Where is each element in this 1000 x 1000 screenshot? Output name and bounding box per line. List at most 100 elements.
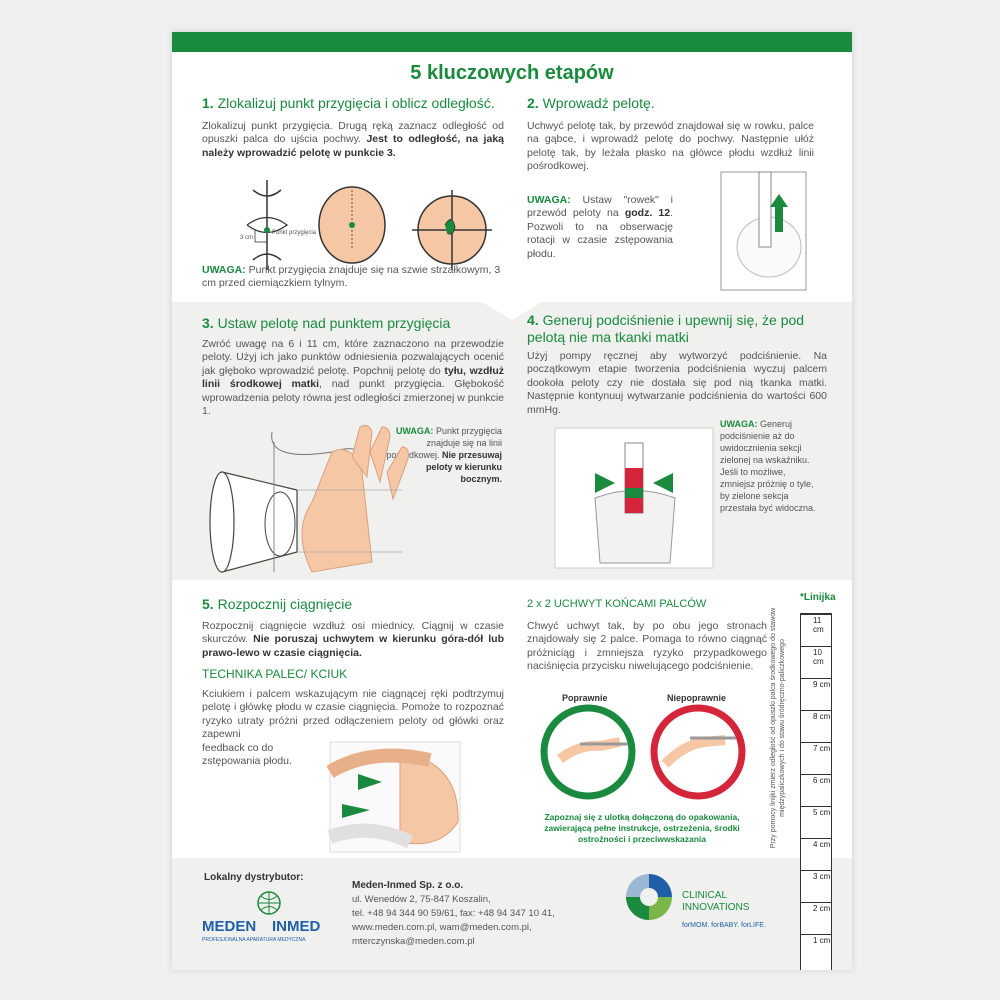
ruler-tick <box>801 742 831 743</box>
step1-warning-label: UWAGA: <box>202 264 246 276</box>
step3-warning-text: Punkt przygięcia znajduje się na linii p… <box>386 426 502 460</box>
step4-warning-label: UWAGA: <box>720 419 758 429</box>
step3-body-b: , nad punkt przygięcia. Głębokość wprowa… <box>202 378 505 418</box>
grip-correct-label: Poprawnie <box>562 693 608 703</box>
meden-inmed-logo: MEDEN INMED PROFESJONALNA APARATURA MEDY… <box>202 890 332 950</box>
meden-logo-text: MEDEN <box>202 918 257 935</box>
step2-warning: UWAGA: Ustaw "rowek" i przewód peloty na… <box>527 194 673 261</box>
head-diagram <box>246 180 492 270</box>
vacuum-indicator-illustration <box>554 427 714 569</box>
step3-warning: UWAGA: Punkt przygięcia znajduje się na … <box>382 425 502 485</box>
clinical-logo-line2: INNOVATIONS <box>682 902 750 913</box>
clinical-tagline: forMOM. forBABY. forLIFE. <box>682 922 766 929</box>
step5-heading: 5. Rozpocznij ciągnięcie <box>202 596 502 613</box>
meden-tagline: PROFESJONALNA APARATURA MEDYCZNA <box>202 937 306 943</box>
ruler-tick <box>801 678 831 679</box>
section-band-footer <box>172 858 852 970</box>
ruler-tick <box>801 710 831 711</box>
cup-insertion-illustration <box>720 171 807 291</box>
step4-warning-text: Generuj podciśnienie aż do uwidocznienia… <box>720 419 816 513</box>
distributor-company: Meden-Inmed Sp. z o.o. <box>352 880 464 891</box>
technique-heading: TECHNIKA PALEC/ KCIUK <box>202 667 348 681</box>
step2-heading: 2. Wprowadź pelotę. <box>527 95 827 112</box>
ruler-tick <box>801 934 831 935</box>
step2-number: 2. <box>527 95 539 111</box>
ruler-tick <box>801 902 831 903</box>
ruler-tick <box>801 806 831 807</box>
step4-number: 4. <box>527 312 539 328</box>
step3-bold: tyłu, wzdłuż linii środkowej matki <box>202 364 504 391</box>
technique-text-b: feedback co do zstępowania płodu. <box>202 742 292 768</box>
incorrect-grip-icon <box>650 704 746 800</box>
distributor-label: Lokalny dystrybutor: <box>204 872 304 883</box>
step4-text: Użyj pompy ręcznej aby wytworzyć podciśn… <box>527 350 827 416</box>
thumb-finger-illustration <box>326 741 461 853</box>
step1-heading: 1. Zlokalizuj punkt przygięcia i oblicz … <box>202 95 522 112</box>
distributor-email[interactable]: mterczynska@meden.com.pl <box>352 936 475 947</box>
grip-heading: 2 x 2 UCHWYT KOŃCAMI PALCÓW <box>527 598 707 610</box>
step3-number: 3. <box>202 315 214 331</box>
step3-heading-text: Ustaw pelotę nad punktem przygięcia <box>217 315 451 331</box>
ruler-label-2: 2 cm <box>813 904 831 913</box>
step3-body-a: Zwróć uwagę na 6 i 11 cm, które zaznaczo… <box>202 338 504 377</box>
grip-text: Chwyć uchwyt tak, by po obu jego stronac… <box>527 620 767 673</box>
step2-warning-text-a: Ustaw "rowek" i przewód peloty na <box>527 194 673 220</box>
ruler-label-3: 3 cm <box>813 872 831 881</box>
ruler-tick <box>801 646 831 647</box>
step5-text: Rozpocznij ciągnięcie wzdłuż osi miednic… <box>202 620 504 660</box>
band-notch-top <box>482 302 542 320</box>
technique-text: Kciukiem i palcem wskazującym nie ciągną… <box>202 688 504 741</box>
ruler: 11 cm 10 cm 9 cm 8 cm 7 cm 6 cm 5 cm 4 c… <box>800 613 832 970</box>
ruler-label-1: 1 cm <box>813 936 831 945</box>
step2-text: Uchwyć pelotę tak, by przewód znajdował … <box>527 120 814 173</box>
band-notch-bottom <box>482 562 542 580</box>
step5-bold: Nie poruszaj uchwytem w kierunku góra-dó… <box>202 633 504 659</box>
step3-text: Zwróć uwagę na 6 i 11 cm, które zaznaczo… <box>202 338 504 418</box>
step2-warning-bold: godz. 12 <box>624 207 671 220</box>
page-title: 5 kluczowych etapów <box>410 62 614 84</box>
step3-heading: 3. Ustaw pelotę nad punktem przygięcia <box>202 315 502 332</box>
step1-text: Zlokalizuj punkt przygięcia. Drugą ręką … <box>202 120 504 160</box>
step1-number: 1. <box>202 95 214 111</box>
distributor-web[interactable]: www.meden.com.pl, wam@meden.com.pl, <box>352 922 532 933</box>
ruler-tick <box>801 614 831 615</box>
ruler-label-5: 5 cm <box>813 808 831 817</box>
step1-heading-text: Zlokalizuj punkt przygięcia i oblicz odl… <box>217 95 495 111</box>
step1-warning: UWAGA: Punkt przygięcia znajduje się na … <box>202 264 512 291</box>
inmed-logo-text: INMED <box>272 918 321 935</box>
ruler-label-8: 8 cm <box>813 712 831 721</box>
distributor-phone: tel. +48 94 344 90 59/61, fax: +48 94 34… <box>352 908 555 919</box>
step5-heading-text: Rozpocznij ciągnięcie <box>217 596 353 612</box>
step1-bold: Jest to odległość, na jaką należy wprowa… <box>202 133 504 159</box>
step5-body: Rozpocznij ciągnięcie wzdłuż osi miednic… <box>202 620 504 646</box>
flexion-point-label: Punkt przygięcia <box>272 230 317 236</box>
hand-cup-illustration <box>209 424 409 573</box>
step1-warning-text: Punkt przygięcia znajduje się na szwie s… <box>202 264 501 290</box>
ruler-tick <box>801 870 831 871</box>
distributor-address: ul. Wenedów 2, 75-847 Koszalin, <box>352 894 491 905</box>
fetal-head-side-view <box>412 190 492 270</box>
package-insert-note: Zapoznaj się z ulotką dołączoną do opako… <box>544 812 740 844</box>
step4-heading: 4. Generuj podciśnienie i upewnij się, ż… <box>527 312 827 346</box>
ruler-tick <box>801 838 831 839</box>
skull-outline-diagram <box>246 180 289 270</box>
globe-icon <box>257 891 281 915</box>
step5-number: 5. <box>202 596 214 612</box>
clinical-innovations-logo-icon <box>626 874 672 920</box>
grip-comparison <box>540 704 746 800</box>
ruler-label-4: 4 cm <box>813 840 831 849</box>
fetal-head-top-view <box>318 186 386 264</box>
step4-warning: UWAGA: Generuj podciśnienie aż do uwidoc… <box>720 418 820 514</box>
ruler-label-11: 11 cm <box>813 616 824 634</box>
ruler-label-9: 9 cm <box>813 680 831 689</box>
step2-warning-label: UWAGA: <box>527 194 571 206</box>
step2-heading-text: Wprowadź pelotę. <box>542 95 655 111</box>
step1-body: Zlokalizuj punkt przygięcia. Drugą ręką … <box>202 120 504 146</box>
step2-warning-text-b: . Pozwoli to na obserwację rotacji w cza… <box>527 207 673 260</box>
ruler-label-10: 10 cm <box>813 648 824 666</box>
ruler-note: Przy pomocy linijki zmierz odległość od … <box>770 607 786 849</box>
ruler-label-6: 6 cm <box>813 776 831 785</box>
step3-warning-bold: Nie przesuwaj peloty w kierunku bocznym. <box>425 450 502 484</box>
top-green-bar <box>172 32 852 52</box>
ruler-label-7: 7 cm <box>813 744 831 753</box>
